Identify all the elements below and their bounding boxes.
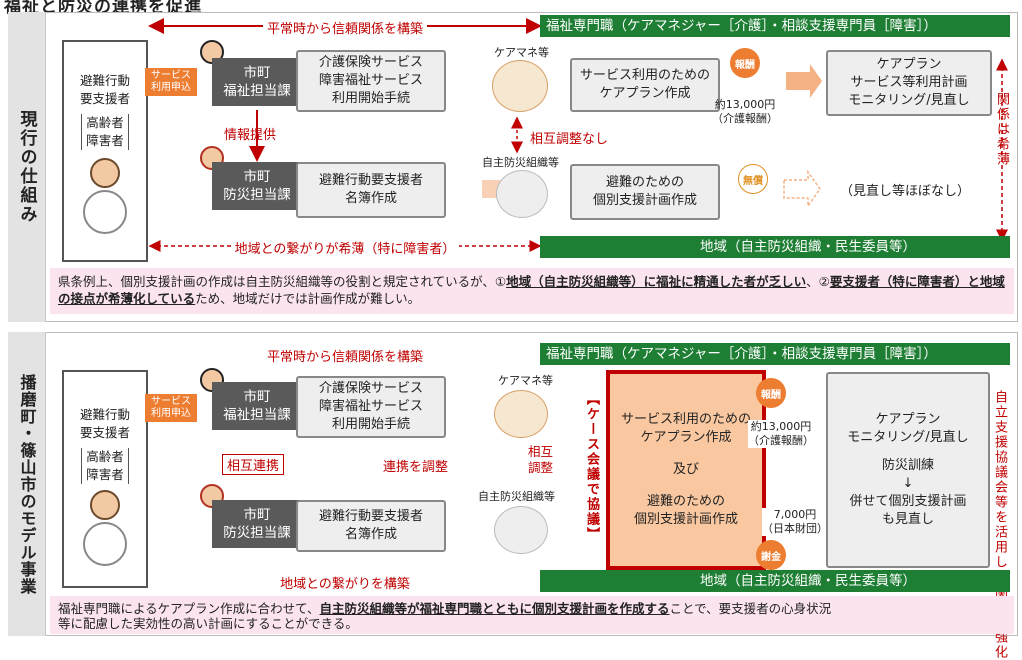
fee-amount-bottom: 約13,000円（介護報酬）: [748, 420, 814, 448]
client-disabled: 障害者: [86, 133, 124, 148]
welfare-dept-bottom: 市町福祉担当課: [212, 382, 302, 430]
result-box-top: ケアプランサービス等利用計画モニタリング/見直し: [826, 50, 992, 116]
caremanager-label-bottom: ケアマネ等: [498, 374, 553, 387]
fee-badge-bottom: 報酬: [756, 378, 786, 408]
service-request-tag-top: サービス利用申込: [145, 68, 197, 96]
org-label-bottom: 自主防災組織等: [478, 490, 555, 503]
current-system-label: 現行の仕組み: [16, 110, 37, 224]
weak-link-label: 地域との繋がりが希薄（特に障害者）: [230, 242, 460, 257]
mutual-label: 相互連携: [222, 454, 285, 475]
no-coord-label: 相互調整なし: [530, 132, 609, 147]
community-bar-bottom: 地域（自主防災組織・民生委員等）: [540, 570, 1010, 592]
welfare-pro-bar-bottom: 福祉専門職（ケアマネジャー［介護］・相談支援専門員［障害］）: [540, 343, 1010, 365]
client-line1: 避難行動: [79, 73, 130, 88]
procedure-box-bottom: 介護保険サービス障害福祉サービス利用開始手続: [296, 376, 446, 438]
weak-relation-label: 関係は希薄: [994, 92, 1009, 167]
arrow-dashed-review: [783, 169, 821, 209]
arrow-careplan-result: [786, 64, 822, 98]
joint-plan-box: サービス利用のためのケアプラン作成 及び 避難のための個別支援計画作成: [606, 370, 766, 570]
client-box-bottom: 避難行動 要支援者 高齢者障害者: [62, 370, 148, 588]
careplan-box-top: サービス利用のためのケアプラン作成: [570, 58, 720, 112]
welfare-dept-top: 市町福祉担当課: [212, 58, 302, 106]
caremanager-label-top: ケアマネ等: [494, 46, 549, 59]
roster-box-bottom: 避難行動要支援者名簿作成: [296, 500, 446, 552]
free-badge: 無償: [738, 164, 768, 194]
thanks-badge: 謝金: [756, 540, 786, 570]
client-line2: 要支援者: [79, 91, 130, 106]
wheelchair-person-icon: [64, 158, 146, 234]
procedure-box-top: 介護保険サービス障害福祉サービス利用開始手続: [296, 50, 446, 112]
plan-box-top: 避難のための個別支援計画作成: [570, 164, 720, 220]
info-provision-label: 情報提供: [224, 128, 277, 143]
trust-label-bottom: 平常時から信頼関係を構築: [262, 350, 427, 365]
result-box-bottom: ケアプランモニタリング/見直し 防災訓練↓ 併せて個別支援計画も見直し: [826, 372, 990, 568]
no-review-label: （見直し等ほぼなし）: [840, 184, 971, 199]
disaster-dept-bottom: 市町防災担当課: [212, 500, 302, 548]
strong-relation-label: 自立支援協議会等を活用して関係を強化: [992, 390, 1007, 660]
elderly-people-icon: [494, 506, 548, 554]
community-bar-top: 地域（自主防災組織・民生委員等）: [540, 236, 1010, 258]
note-bottom: 福祉専門職によるケアプラン作成に合わせて、自主防災組織等が福祉専門職とともに個別…: [50, 596, 1014, 634]
adjust-label: 連携を調整: [380, 456, 452, 475]
disaster-dept-top: 市町防災担当課: [212, 162, 302, 210]
fee-badge-top: 報酬: [730, 48, 760, 78]
caremanager-people-icon: [492, 60, 548, 112]
caremanager-people-icon: [494, 390, 548, 438]
service-request-tag-bottom: サービス利用申込: [145, 394, 197, 422]
case-meeting-label: 【ケース会議で協議】: [584, 392, 599, 542]
client-box-top: 避難行動 要支援者 高齢者障害者: [62, 40, 148, 262]
elderly-people-icon: [496, 170, 548, 218]
thanks-amount: 7,000円（日本財団）: [762, 508, 828, 536]
wheelchair-person-icon: [64, 490, 146, 566]
roster-box-top: 避難行動要支援者名簿作成: [296, 162, 446, 218]
welfare-pro-bar-top: 福祉専門職（ケアマネジャー［介護］・相談支援専門員［障害］）: [540, 15, 1010, 37]
model-project-sidebar: 播磨町・篠山市のモデル事業: [8, 332, 46, 636]
trust-label-top: 平常時から信頼関係を構築: [262, 22, 427, 37]
current-system-sidebar: 現行の仕組み: [8, 12, 46, 322]
fee-amount-top: 約13,000円（介護報酬）: [712, 98, 778, 125]
model-project-label: 播磨町・篠山市のモデル事業: [17, 373, 37, 595]
build-link-label: 地域との繋がりを構築: [276, 577, 414, 592]
note-top: 県条例上、個別支援計画の作成は自主防災組織等の役割と規定されているが、①地域（自…: [50, 268, 1014, 314]
client-elderly: 高齢者: [86, 115, 124, 130]
org-label-top: 自主防災組織等: [482, 156, 559, 169]
mutual-adjust-label: 相互調整: [528, 444, 554, 475]
